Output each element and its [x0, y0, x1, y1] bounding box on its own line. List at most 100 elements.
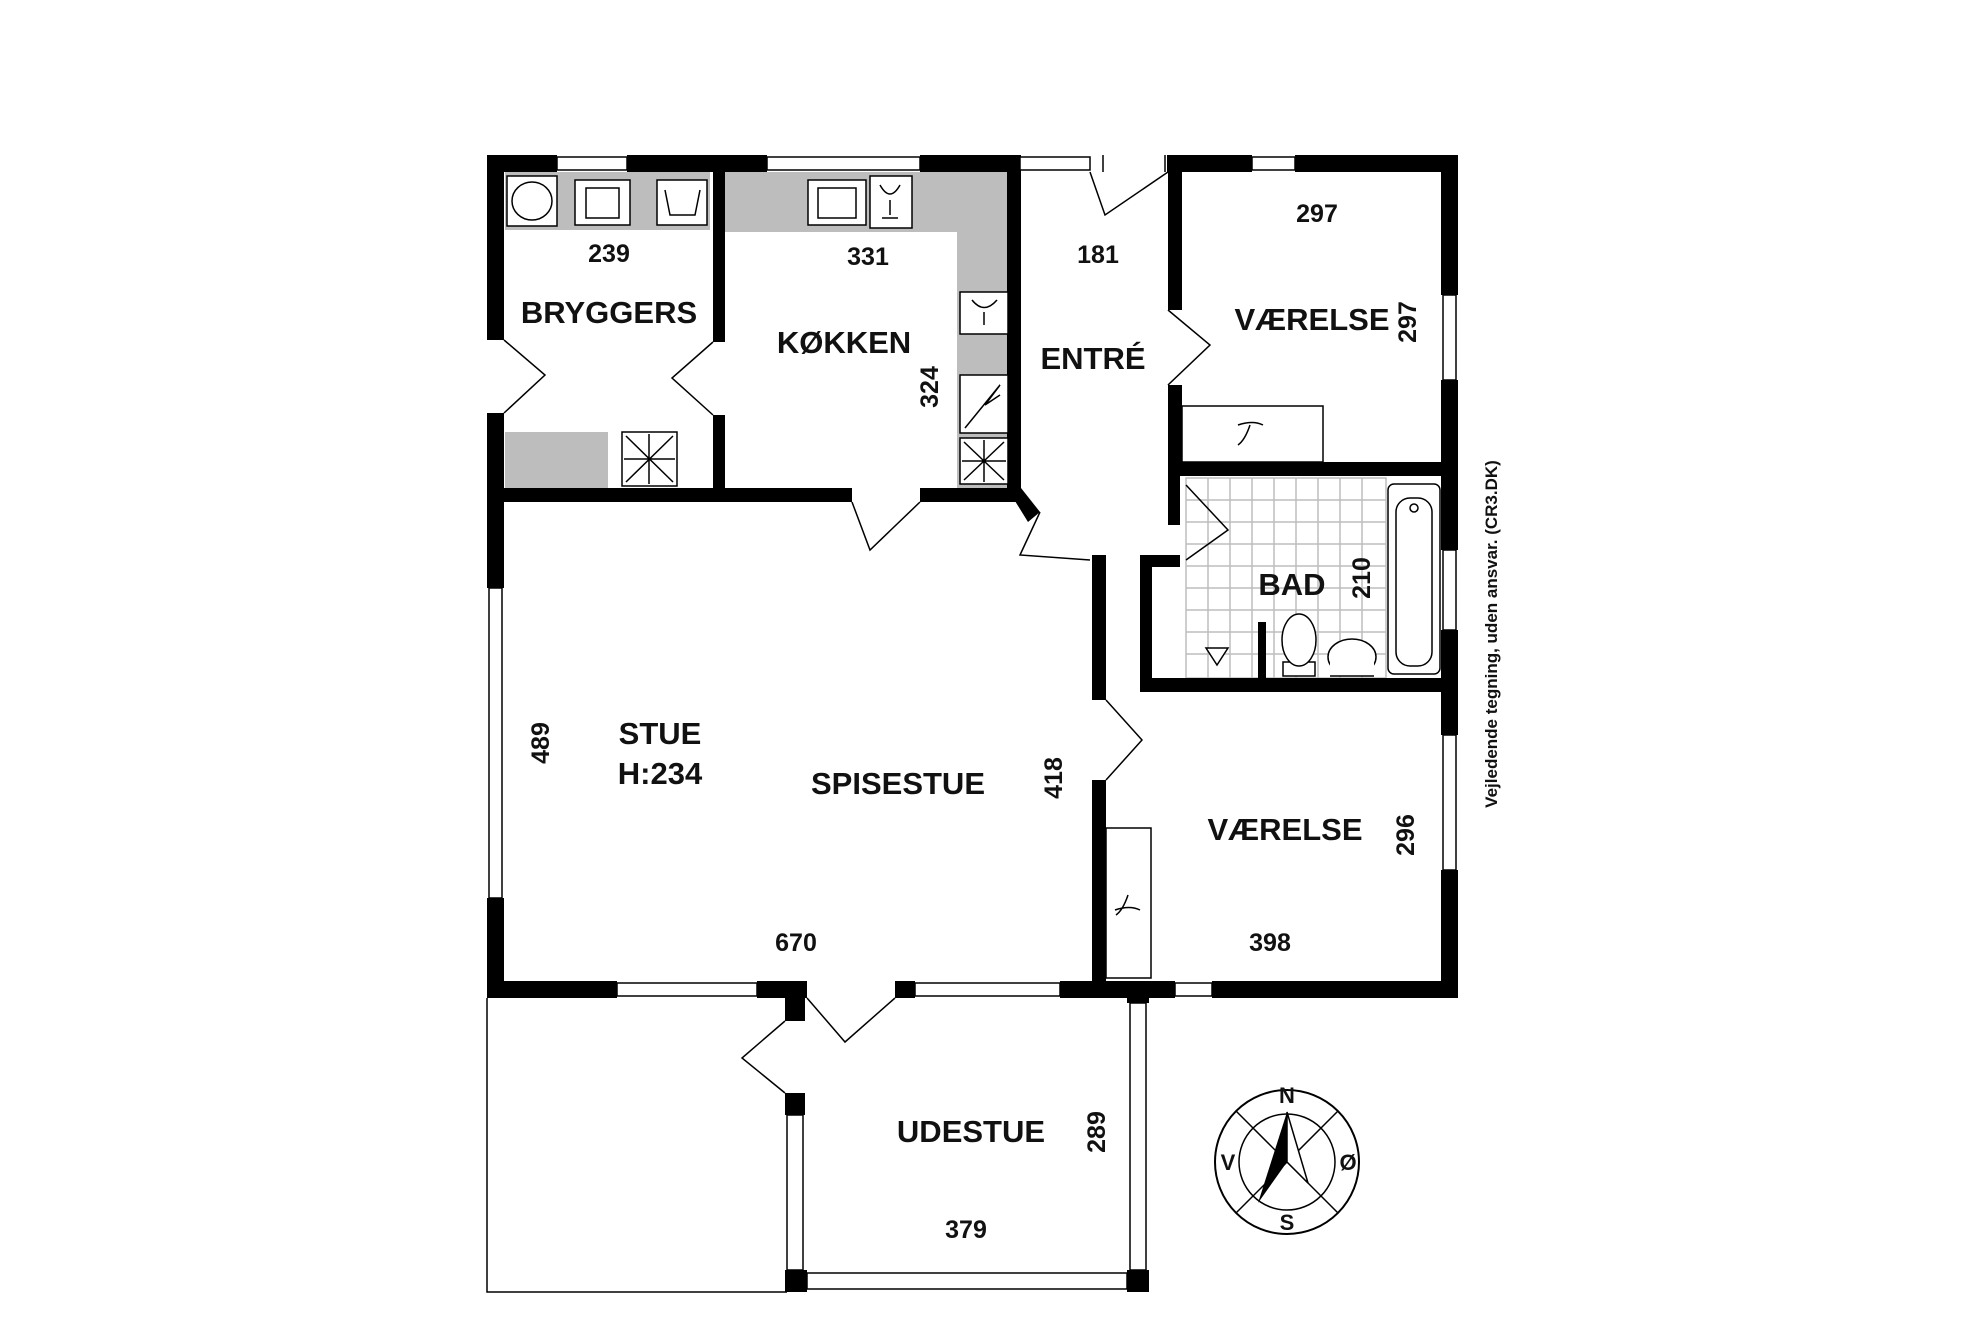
- wall-udestue-right-top: [1127, 981, 1149, 1003]
- window-kokken: [766, 156, 921, 171]
- bryggers-bottom-counter: [505, 432, 608, 488]
- room-udestue: UDESTUE: [897, 1114, 1045, 1149]
- tap-kokken: [869, 175, 913, 229]
- wall-top-3: [920, 155, 1020, 172]
- window-bad: [1442, 549, 1457, 631]
- door-entre-top: [1089, 171, 1169, 217]
- wall-udestue-left-mid: [785, 1093, 805, 1115]
- wardrobe-vaerelse1: [1181, 405, 1324, 463]
- window-udestue-left: [786, 1114, 804, 1271]
- toilet: [1281, 613, 1317, 667]
- room-entre: ENTRÉ: [1040, 341, 1145, 376]
- wall-left-1: [487, 155, 504, 340]
- wall-bryggers-kokken-2: [713, 415, 725, 488]
- disclaimer-note: Vejledende tegning, uden ansvar. (CR3.DK…: [1482, 460, 1501, 808]
- room-labels: BRYGGERS KØKKEN ENTRÉ VÆRELSE BAD STUE H…: [521, 295, 1390, 1149]
- window-bryggers: [556, 156, 628, 171]
- window-udestue-bottom: [806, 1272, 1128, 1290]
- room-stue-height: H:234: [618, 756, 703, 791]
- dim-udestue-width: 379: [945, 1216, 987, 1244]
- compass-west: V: [1221, 1150, 1236, 1175]
- window-vaerelse2-bottom: [1174, 982, 1213, 997]
- wall-bad-left: [1168, 475, 1180, 525]
- wall-bottom-5: [1212, 981, 1458, 998]
- room-vaerelse-1: VÆRELSE: [1234, 302, 1389, 337]
- window-vaerelse1: [1251, 156, 1296, 171]
- dim-spisestue-depth: 418: [1040, 757, 1068, 799]
- wall-kokken-entre: [1007, 155, 1021, 490]
- wall-bottom-1: [487, 981, 617, 998]
- kokken-side-counter: [957, 172, 1014, 288]
- wall-top-2: [627, 155, 767, 172]
- dim-bryggers-width: 239: [588, 240, 630, 268]
- door-stue-udestue: [806, 997, 896, 1044]
- wall-kitchen-bottom-1: [487, 488, 852, 502]
- window-spisestue-bottom: [914, 982, 1061, 997]
- wall-entre-corner: [1007, 488, 1040, 522]
- wall-stue-vaerelse2-2: [1092, 780, 1106, 995]
- window-vaerelse2: [1442, 734, 1457, 871]
- compass-needle-light: [1286, 1111, 1309, 1184]
- dimension-labels: 239 331 324 181 297 297 210 489 418 670 …: [527, 200, 1422, 1244]
- window-entre: [1019, 156, 1091, 171]
- terrace-outline: [486, 998, 787, 1293]
- window-stue-left: [488, 587, 503, 899]
- laundry-tub: [656, 179, 708, 226]
- wall-bad-bottom: [1140, 678, 1458, 692]
- dim-vaerelse1-width: 297: [1296, 200, 1338, 228]
- wall-entre-vaerelse-2: [1168, 385, 1182, 475]
- dim-stue-depth: 489: [527, 722, 555, 764]
- dim-stue-width: 670: [775, 929, 817, 957]
- wall-left-3: [487, 898, 504, 988]
- wall-right-1: [1441, 155, 1458, 295]
- door-entre-vaerelse1: [1167, 309, 1212, 386]
- dim-entre-width: 181: [1077, 241, 1119, 269]
- wall-udestue-left-top: [785, 981, 805, 1021]
- compass-needle-dark: [1258, 1112, 1287, 1203]
- door-entre-stue: [1018, 511, 1091, 561]
- compass-south: S: [1280, 1210, 1295, 1235]
- fixtures: [506, 175, 1441, 979]
- door-vaerelse2: [1105, 699, 1144, 781]
- room-stue: STUE: [619, 716, 702, 751]
- wall-top-5: [1295, 155, 1450, 172]
- wall-bottom-4: [1060, 981, 1175, 998]
- room-kokken: KØKKEN: [777, 325, 911, 360]
- dim-kokken-depth: 324: [916, 366, 944, 408]
- wall-entre-vaerelse-1: [1168, 155, 1182, 310]
- doors: [503, 155, 1230, 1094]
- room-spisestue: SPISESTUE: [811, 766, 985, 801]
- door-bad: [1185, 484, 1230, 561]
- dim-kokken-width: 331: [847, 243, 889, 271]
- door-bryggers: [503, 339, 547, 414]
- window-udestue-right: [1129, 1002, 1147, 1271]
- wall-bottom-3: [895, 981, 915, 998]
- wall-udestue-bottom-left: [785, 1270, 807, 1292]
- dim-bad-depth: 210: [1348, 557, 1376, 599]
- shower-head: [1204, 647, 1230, 667]
- windows: [488, 156, 1457, 1290]
- window-vaerelse1-side: [1442, 294, 1457, 381]
- wardrobe-vaerelse2: [1105, 827, 1152, 979]
- room-bad: BAD: [1258, 567, 1325, 602]
- dim-vaerelse2-width: 398: [1249, 929, 1291, 957]
- compass-east: Ø: [1339, 1150, 1356, 1175]
- dim-vaerelse1-depth: 297: [1394, 301, 1422, 343]
- dim-udestue-depth: 289: [1083, 1111, 1111, 1153]
- wall-top-4: [1167, 155, 1252, 172]
- wall-top-1: [487, 155, 557, 172]
- washer-drum: [511, 181, 553, 221]
- wall-vaerelse1-bottom: [1168, 462, 1458, 476]
- wall-stue-vaerelse2-1: [1092, 555, 1106, 700]
- wall-udestue-bottom-right: [1127, 1270, 1149, 1292]
- room-bryggers: BRYGGERS: [521, 295, 697, 330]
- window-stue-bottom: [616, 982, 758, 997]
- wall-right-4: [1441, 870, 1458, 988]
- room-vaerelse-2: VÆRELSE: [1207, 812, 1362, 847]
- compass: N S V Ø: [1214, 1083, 1360, 1235]
- wall-bad-shower: [1258, 622, 1266, 682]
- walls: [487, 155, 1458, 1292]
- wall-bad-left-3: [1140, 555, 1152, 690]
- door-kokken-stue: [851, 501, 921, 552]
